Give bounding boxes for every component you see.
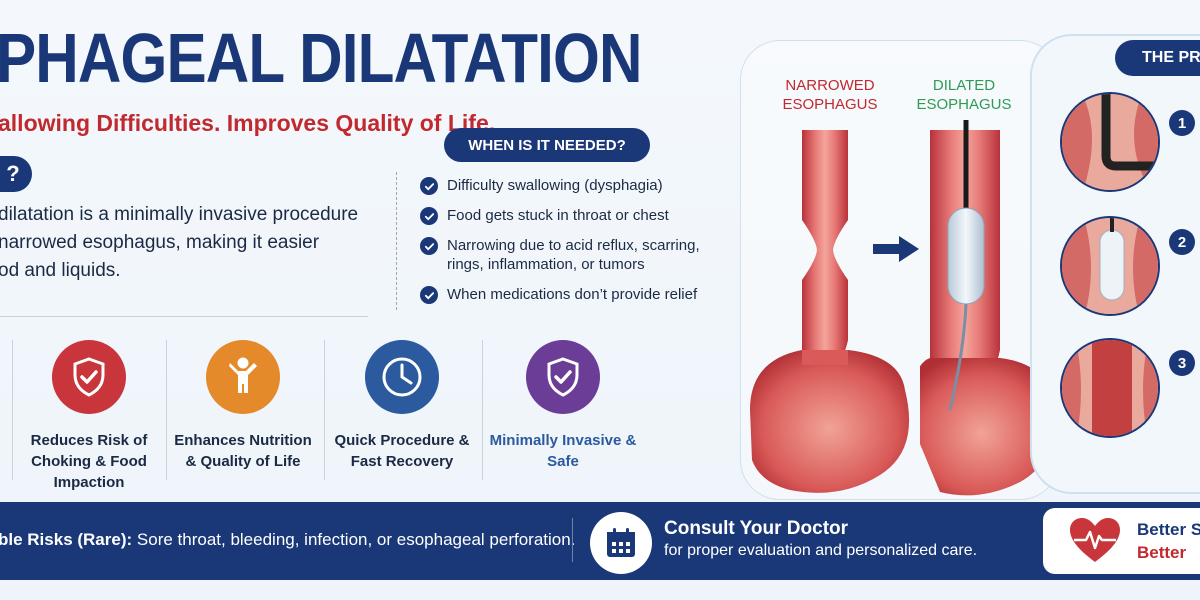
consult-subtitle: for proper evaluation and personalized c…	[664, 542, 978, 559]
consult-title: Consult Your Doctor	[664, 518, 849, 539]
step-number: 2	[1169, 229, 1195, 255]
clock-icon	[365, 340, 439, 414]
list-item: Food gets stuck in throat or chest	[420, 206, 740, 225]
dilated-esophagus-illustration	[920, 120, 1054, 496]
benefit-label: Quick Procedure & Fast Recovery	[334, 432, 470, 470]
check-circle-icon	[420, 237, 438, 255]
benefit-label: Minimally Invasive & Safe	[489, 432, 637, 470]
step-number: 1	[1169, 110, 1195, 136]
divider	[324, 340, 325, 480]
benefit-item: Minimally Invasive & Safe	[488, 340, 638, 472]
better-health-badge	[1043, 508, 1200, 574]
benefit-item: Reduces Risk of Choking & Food Impaction	[14, 340, 164, 493]
benefit-item: Quick Procedure & Fast Recovery	[327, 340, 477, 472]
risks-text: ble Risks (Rare): Sore throat, bleeding,…	[0, 530, 575, 550]
list-item: When medications don’t provide relief	[420, 285, 740, 304]
section-divider	[0, 316, 368, 317]
arrow-right-icon	[873, 236, 919, 262]
shield-check-icon	[526, 340, 600, 414]
narrowed-esophagus-label: NARROWED ESOPHAGUS	[782, 77, 878, 113]
check-circle-icon	[420, 286, 438, 304]
person-icon	[206, 340, 280, 414]
list-item-text: Difficulty swallowing (dysphagia)	[447, 177, 663, 194]
heart-pulse-icon	[1070, 518, 1120, 562]
when-needed-heading: WHEN IS IT NEEDED?	[444, 128, 650, 162]
dashed-divider	[396, 172, 397, 310]
shield-check-icon	[52, 340, 126, 414]
list-item-text: When medications don’t provide relief	[447, 286, 698, 303]
list-item-text: Narrowing due to acid reflux, scarring, …	[447, 237, 700, 273]
divider	[166, 340, 167, 480]
what-is-it-badge: ?	[0, 156, 32, 192]
description-line: narrowed esophagus, making it easier	[0, 232, 320, 253]
calendar-icon	[590, 512, 652, 574]
process-heading: THE PR	[1115, 40, 1200, 76]
risks-detail: Sore throat, bleeding, infection, or eso…	[132, 530, 576, 549]
risks-label: ble Risks (Rare):	[0, 530, 133, 549]
better-line-1: Better S	[1137, 520, 1200, 539]
step-image	[1060, 338, 1160, 438]
benefit-item: Enhances Nutrition & Quality of Life	[168, 340, 318, 472]
when-needed-list: Difficulty swallowing (dysphagia) Food g…	[420, 176, 740, 315]
benefits-row: Reduces Risk of Choking & Food Impaction…	[0, 340, 640, 493]
divider	[12, 340, 13, 480]
page-subtitle: allowing Difficulties. Improves Quality …	[0, 110, 496, 136]
page-title: PHAGEAL DILATATION	[0, 19, 642, 97]
step-image	[1060, 216, 1160, 316]
benefit-label: Reduces Risk of Choking & Food Impaction	[30, 432, 148, 491]
step-number: 3	[1169, 350, 1195, 376]
divider	[482, 340, 483, 480]
check-circle-icon	[420, 177, 438, 195]
better-line-2: Better	[1137, 543, 1187, 562]
list-item: Narrowing due to acid reflux, scarring, …	[420, 236, 740, 274]
step-image	[1060, 92, 1160, 192]
procedure-description: dilatation is a minimally invasive proce…	[0, 201, 378, 285]
list-item: Difficulty swallowing (dysphagia)	[420, 176, 740, 195]
list-item-text: Food gets stuck in throat or chest	[447, 207, 669, 224]
dilated-esophagus-label: DILATED ESOPHAGUS	[916, 77, 1012, 113]
description-line: od and liquids.	[0, 260, 121, 281]
narrowed-esophagus-icon	[750, 130, 910, 493]
footer-divider	[572, 518, 573, 562]
check-circle-icon	[420, 207, 438, 225]
description-line: dilatation is a minimally invasive proce…	[0, 204, 359, 225]
benefit-label: Enhances Nutrition & Quality of Life	[174, 432, 312, 470]
